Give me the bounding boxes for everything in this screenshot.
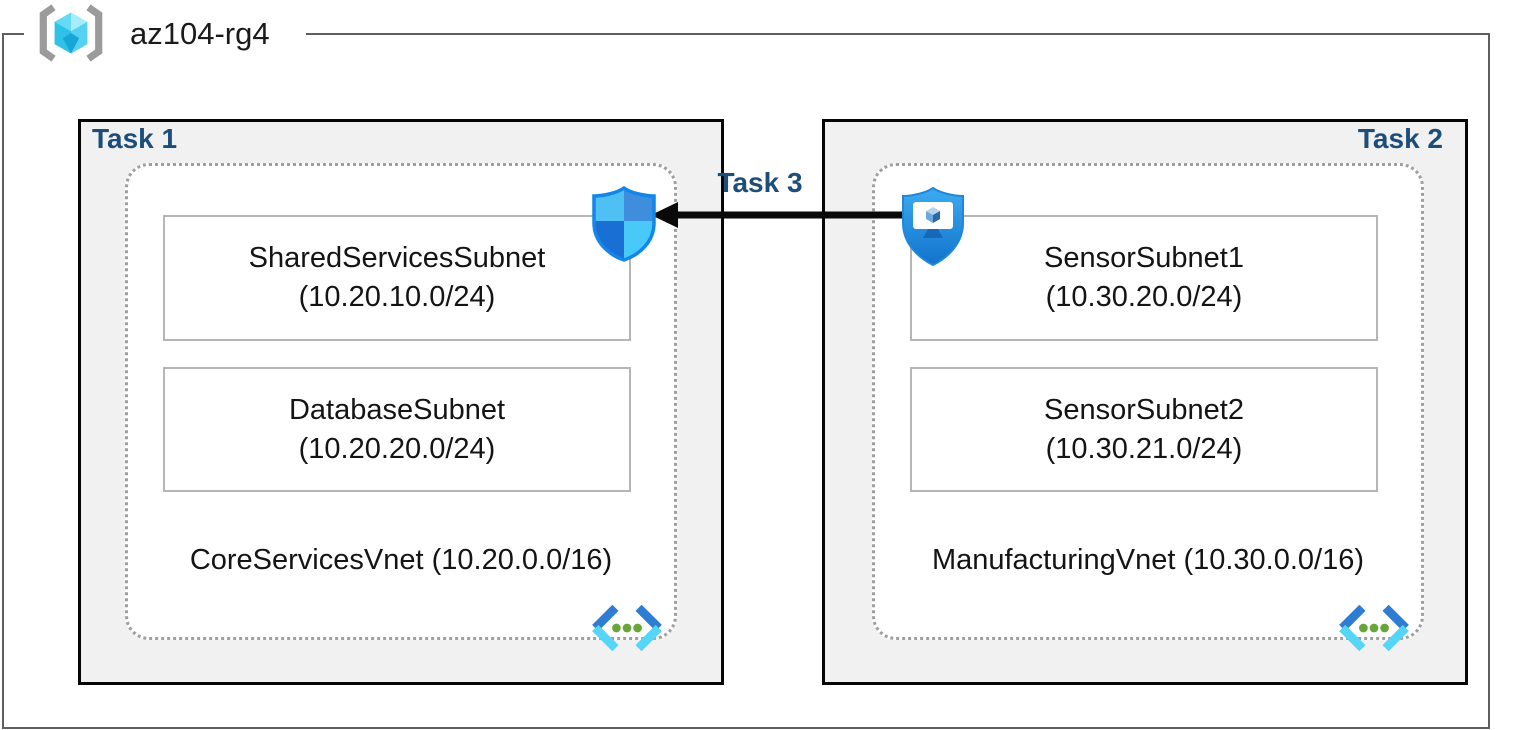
subnet-name: SensorSubnet1 <box>1044 242 1244 274</box>
subnet-cidr: (10.30.21.0/24) <box>1045 432 1243 465</box>
vnet-label-core-services: CoreServicesVnet (10.20.0.0/16) <box>125 541 677 580</box>
subnet-cidr: (10.20.10.0/24) <box>298 281 496 313</box>
vnet-cidr: (10.30.0.0/16) <box>1183 544 1365 576</box>
vnet-label-manufacturing: ManufacturingVnet (10.30.0.0/16) <box>872 541 1424 580</box>
task3-label: Task 3 <box>717 167 803 198</box>
frame-border-gap <box>24 31 306 38</box>
resource-group-frame <box>2 33 1490 729</box>
vnet-name: ManufacturingVnet <box>931 544 1176 576</box>
subnet-cidr: (10.30.20.0/24) <box>1045 281 1243 313</box>
task2-label: Task 2 <box>1357 123 1443 154</box>
defender-for-iot-icon <box>902 186 964 267</box>
resource-group-icon <box>39 4 103 62</box>
subnet-box-shared-services: SharedServicesSubnet (10.20.10.0/24) <box>163 215 631 341</box>
subnet-cidr: (10.20.20.0/24) <box>298 432 496 465</box>
resource-group-name: az104-rg4 <box>130 16 270 51</box>
vnet-cidr: (10.20.0.0/16) <box>431 544 613 576</box>
subnet-box-sensor2: SensorSubnet2 (10.30.21.0/24) <box>910 367 1378 492</box>
subnet-name: SensorSubnet2 <box>1044 393 1244 426</box>
virtual-network-icon <box>592 604 662 652</box>
virtual-network-icon <box>1339 604 1409 652</box>
network-security-shield-icon <box>592 185 656 262</box>
task1-label: Task 1 <box>92 123 178 154</box>
task3-arrow <box>651 202 904 228</box>
vnet-name: CoreServicesVnet <box>189 544 424 576</box>
subnet-box-sensor1: SensorSubnet1 (10.30.20.0/24) <box>910 215 1378 341</box>
subnet-name: SharedServicesSubnet <box>248 242 546 274</box>
subnet-name: DatabaseSubnet <box>288 393 506 426</box>
subnet-box-database: DatabaseSubnet (10.20.20.0/24) <box>163 367 631 492</box>
